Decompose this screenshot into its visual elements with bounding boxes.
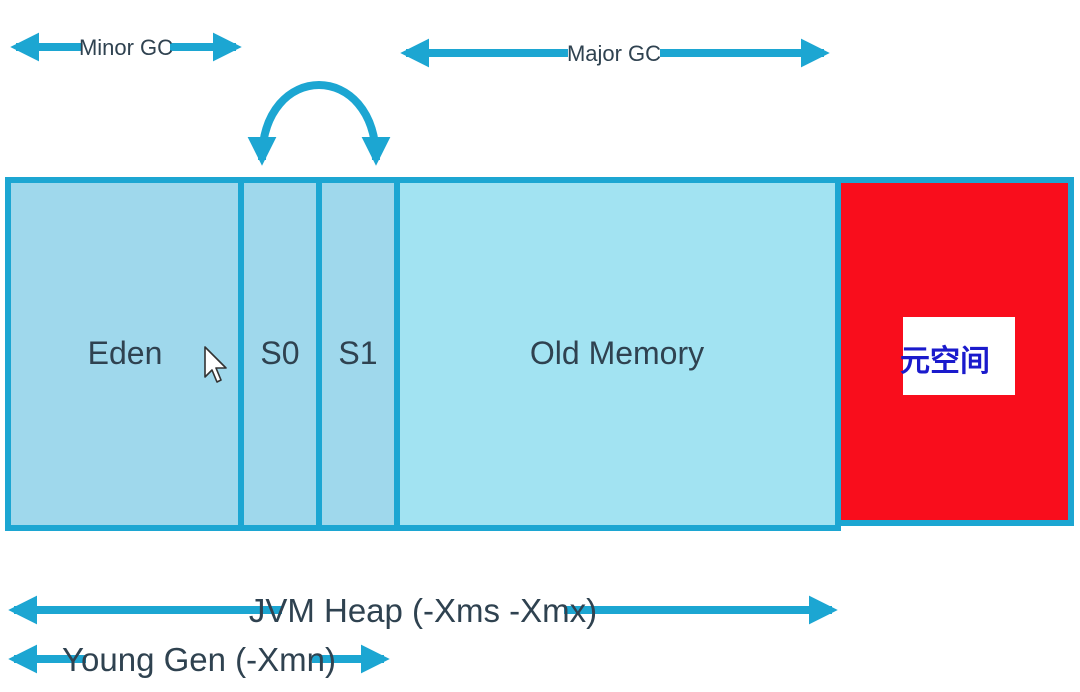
young-gen-label: Young Gen (-Xmn) — [62, 641, 336, 678]
eden-region — [5, 177, 244, 531]
mouse-cursor-icon — [204, 346, 227, 383]
major-gc-arrow: Major GC — [400, 38, 830, 68]
major-gc-label: Major GC — [567, 41, 661, 66]
heap-regions: Eden S0 S1 Old Memory 元空间 — [5, 177, 1074, 531]
metaspace-label: 元空间 — [900, 344, 990, 379]
s0-region — [238, 177, 322, 531]
jvm-heap-arrow: JVM Heap (-Xms -Xmx) — [8, 590, 838, 630]
s0-label: S0 — [260, 335, 299, 371]
old-memory-label: Old Memory — [530, 335, 704, 371]
minor-gc-label: Minor GC — [79, 35, 173, 60]
young-gen-arrow: Young Gen (-Xmn) — [8, 640, 390, 680]
minor-gc-arrow: Minor GC — [10, 32, 242, 62]
metaspace-label-box — [903, 317, 1015, 395]
survivor-swap-arrow — [247, 81, 391, 166]
s1-label: S1 — [338, 335, 377, 371]
jvm-heap-label: JVM Heap (-Xms -Xmx) — [249, 592, 597, 629]
eden-label: Eden — [88, 335, 163, 371]
